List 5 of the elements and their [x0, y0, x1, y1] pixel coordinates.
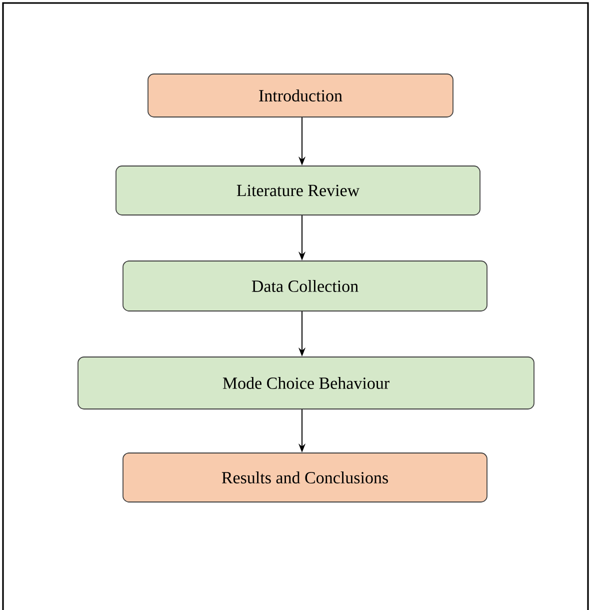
process-box: Literature Review [116, 166, 480, 216]
process-box: Results and Conclusions [122, 452, 488, 502]
process-box: Data Collection [122, 260, 488, 312]
process-box: Introduction [148, 74, 454, 118]
process-box: Mode Choice Behaviour [78, 356, 534, 410]
